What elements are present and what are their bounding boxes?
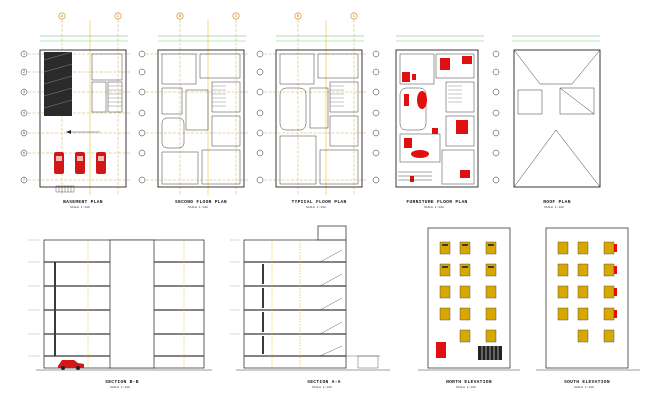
grid-bubble-c: C bbox=[117, 14, 120, 18]
furniture-symbols bbox=[402, 56, 472, 182]
label-roof-plan: ROOF PLAN bbox=[543, 199, 571, 205]
grid-bubble-a: A bbox=[61, 14, 64, 18]
label-second-floor-plan: SECOND FLOOR PLAN bbox=[175, 199, 227, 205]
roof-plan: ROOF PLAN SCALE 1:100 bbox=[492, 35, 601, 209]
svg-text:C: C bbox=[353, 14, 356, 18]
svg-text:B: B bbox=[179, 14, 181, 18]
svg-text:SCALE 1:100: SCALE 1:100 bbox=[188, 206, 208, 209]
svg-text:SCALE 1:100: SCALE 1:100 bbox=[306, 206, 326, 209]
svg-text:SCALE 1:100: SCALE 1:100 bbox=[574, 386, 594, 389]
svg-text:3: 3 bbox=[23, 90, 25, 94]
svg-text:SCALE 1:100: SCALE 1:100 bbox=[312, 386, 332, 389]
label-typical-floor-plan: TYPICAL FLOOR PLAN bbox=[291, 199, 346, 205]
section-a-a: SECTION A-A SCALE 1:100 bbox=[230, 225, 390, 389]
row-bubbles: 1 2 3 4 5 6 7 bbox=[20, 50, 28, 184]
typical-floor-plan: B C bbox=[256, 12, 366, 209]
svg-text:2: 2 bbox=[23, 70, 25, 74]
label-south-elevation: SOUTH ELEVATION bbox=[564, 379, 610, 385]
svg-text:B: B bbox=[297, 14, 299, 18]
label-section-a-a: SECTION A-A bbox=[307, 379, 341, 385]
svg-text:5: 5 bbox=[23, 131, 25, 135]
car-silhouette bbox=[58, 360, 84, 370]
svg-text:7: 7 bbox=[23, 178, 25, 182]
south-elevation: SOUTH ELEVATION SCALE 1:100 bbox=[536, 227, 640, 389]
section-b-b: SECTION B-B SCALE 1:100 bbox=[28, 239, 212, 389]
svg-text:4: 4 bbox=[23, 111, 25, 115]
svg-text:SCALE 1:100: SCALE 1:100 bbox=[544, 206, 564, 209]
scale-note: SCALE 1:100 bbox=[70, 206, 90, 209]
svg-text:SCALE 1:100: SCALE 1:100 bbox=[456, 386, 476, 389]
svg-text:1: 1 bbox=[23, 52, 25, 56]
second-floor-plan: B C bbox=[138, 12, 248, 209]
north-elevation: NORTH ELEVATION SCALE 1:100 bbox=[418, 227, 520, 389]
label-north-elevation: NORTH ELEVATION bbox=[446, 379, 492, 385]
basement-plan: A C 1 2 3 4 5 6 7 bbox=[20, 12, 130, 209]
label-basement-plan: BASEMENT PLAN bbox=[63, 199, 103, 205]
furniture-floor-plan: FURNITURE FLOOR PLAN SCALE 1:100 bbox=[372, 35, 484, 209]
grid-bubbles: A C bbox=[58, 12, 122, 20]
parked-cars bbox=[54, 152, 106, 174]
label-section-b-b: SECTION B-B bbox=[105, 379, 139, 385]
svg-text:SCALE 1:100: SCALE 1:100 bbox=[110, 386, 130, 389]
svg-text:C: C bbox=[235, 14, 238, 18]
label-furniture-floor-plan: FURNITURE FLOOR PLAN bbox=[406, 199, 467, 205]
svg-text:6: 6 bbox=[23, 151, 25, 155]
svg-text:SCALE 1:100: SCALE 1:100 bbox=[424, 206, 444, 209]
